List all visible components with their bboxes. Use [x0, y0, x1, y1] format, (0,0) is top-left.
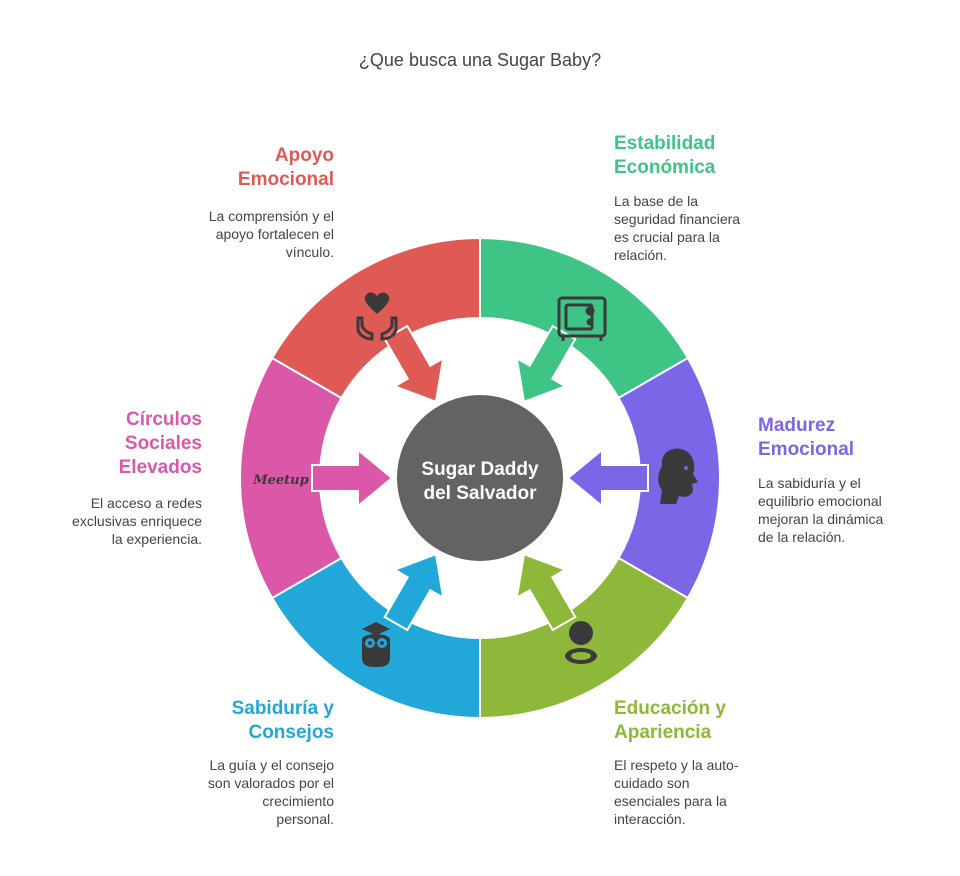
- desc-educacion-line: cuidado son: [614, 775, 690, 791]
- label-madurez-line2: Emocional: [758, 439, 855, 460]
- arrow-apoyo: [383, 324, 445, 404]
- label-apoyo: Apoyo Emocional: [134, 144, 334, 192]
- owl-graduate-icon: [362, 622, 390, 667]
- label-madurez: Madurez Emocional: [758, 414, 854, 462]
- desc-estabilidad: La base de la seguridad financiera es cr…: [614, 192, 740, 264]
- desc-estabilidad-line: es crucial para la: [614, 229, 720, 245]
- svg-text:Meetup: Meetup: [252, 473, 308, 488]
- desc-circulos-line: exclusivas enriquece: [72, 513, 202, 529]
- label-sabiduria: Sabiduría y Consejos: [134, 697, 334, 745]
- heart-hands-icon: [356, 292, 398, 341]
- desc-circulos-line: la experiencia.: [111, 531, 202, 547]
- label-circulos-line2: Sociales: [124, 433, 202, 454]
- desc-educacion-line: interacción.: [614, 811, 686, 827]
- desc-educacion: El respeto y la auto- cuidado son esenci…: [614, 756, 739, 828]
- center-label-line2: del Salvador: [424, 483, 538, 504]
- desc-madurez-line: equilibrio emocional: [758, 493, 882, 509]
- meetup-logo-icon: Meetup: [252, 473, 308, 488]
- desc-sabiduria-line: personal.: [276, 811, 334, 827]
- desc-apoyo-line: apoyo fortalecen el: [215, 226, 334, 242]
- page-title: ¿Que busca una Sugar Baby?: [358, 50, 602, 70]
- desc-sabiduria-line: La guía y el consejo: [209, 757, 334, 773]
- label-sabiduria-line1: Sabiduría y: [231, 698, 334, 719]
- desc-circulos: El acceso a redes exclusivas enriquece l…: [2, 494, 202, 548]
- desc-madurez: La sabiduría y el equilibrio emocional m…: [758, 474, 883, 546]
- label-apoyo-line2: Emocional: [237, 169, 334, 190]
- arrow-sabiduria: [383, 552, 445, 632]
- label-sabiduria-line2: Consejos: [248, 722, 334, 743]
- label-estabilidad-line2: Económica: [614, 157, 716, 178]
- segment-apoyo: [270, 236, 481, 400]
- desc-madurez-line: mejoran la dinámica: [758, 511, 884, 527]
- desc-educacion-line: esenciales para la: [614, 793, 727, 809]
- label-estabilidad: Estabilidad Económica: [614, 132, 715, 180]
- desc-madurez-line: de la relación.: [758, 529, 846, 545]
- desc-apoyo: La comprensión y el apoyo fortalecen el …: [134, 207, 334, 261]
- safe-icon: [557, 296, 607, 341]
- person-mirror-icon: [565, 621, 597, 664]
- label-circulos-line1: Círculos: [125, 409, 202, 430]
- desc-sabiduria: La guía y el consejo son valorados por e…: [134, 756, 334, 828]
- arrow-circulos: [311, 447, 394, 509]
- desc-sabiduria-line: son valorados por el: [207, 775, 334, 791]
- desc-apoyo-line: La comprensión y el: [208, 208, 334, 224]
- inward-arrows: [311, 324, 649, 632]
- desc-estabilidad-line: seguridad financiera: [614, 211, 741, 227]
- arrow-educacion: [515, 552, 577, 632]
- label-circulos: Círculos Sociales Elevados: [2, 408, 202, 480]
- desc-madurez-line: La sabiduría y el: [758, 475, 861, 491]
- label-madurez-line1: Madurez: [758, 415, 836, 436]
- label-educacion-line2: Apariencia: [614, 722, 712, 743]
- center-label-line1: Sugar Daddy: [421, 459, 539, 480]
- desc-apoyo-line: vínculo.: [285, 244, 334, 260]
- label-apoyo-line1: Apoyo: [274, 145, 334, 166]
- desc-estabilidad-line: La base de la: [614, 193, 699, 209]
- arrow-estabilidad: [515, 324, 577, 404]
- label-educacion: Educación y Apariencia: [614, 697, 726, 745]
- arrow-madurez: [566, 447, 649, 509]
- label-educacion-line1: Educación y: [614, 698, 726, 719]
- head-profile-icon: [658, 448, 698, 504]
- center-disc: [397, 395, 563, 561]
- desc-circulos-line: El acceso a redes: [90, 495, 202, 511]
- label-estabilidad-line1: Estabilidad: [614, 133, 716, 154]
- desc-sabiduria-line: crecimiento: [262, 793, 334, 809]
- label-circulos-line3: Elevados: [118, 457, 202, 478]
- desc-estabilidad-line: relación.: [614, 247, 667, 263]
- desc-educacion-line: El respeto y la auto-: [614, 757, 739, 773]
